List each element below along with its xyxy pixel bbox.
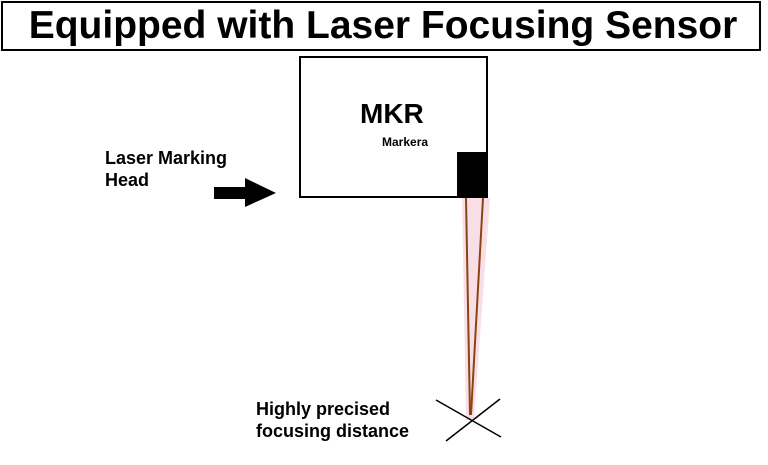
marking-head-label-line2: Head	[105, 170, 150, 190]
focus-distance-label-line1: Highly precised	[256, 399, 391, 419]
marking-head-label-line1: Laser Marking	[105, 148, 228, 168]
focus-distance-label-line2: focusing distance	[256, 421, 410, 441]
cross-icon	[435, 398, 502, 442]
focus-distance-label: Highly precised focusing distance	[256, 398, 409, 442]
arrow-right-icon	[214, 178, 276, 207]
brand-logo-text: MKR	[360, 98, 424, 129]
diagram-title: Equipped with Laser Focusing Sensor	[28, 4, 738, 47]
laser-beam-right	[470, 197, 484, 416]
focusing-sensor-block	[457, 152, 488, 197]
brand-subtitle: Markera	[382, 135, 429, 149]
marking-head-label: Laser Marking Head	[105, 147, 227, 191]
title-banner: Equipped with Laser Focusing Sensor	[1, 1, 761, 51]
laser-beam-left	[465, 197, 471, 416]
marking-head-box	[299, 56, 488, 198]
